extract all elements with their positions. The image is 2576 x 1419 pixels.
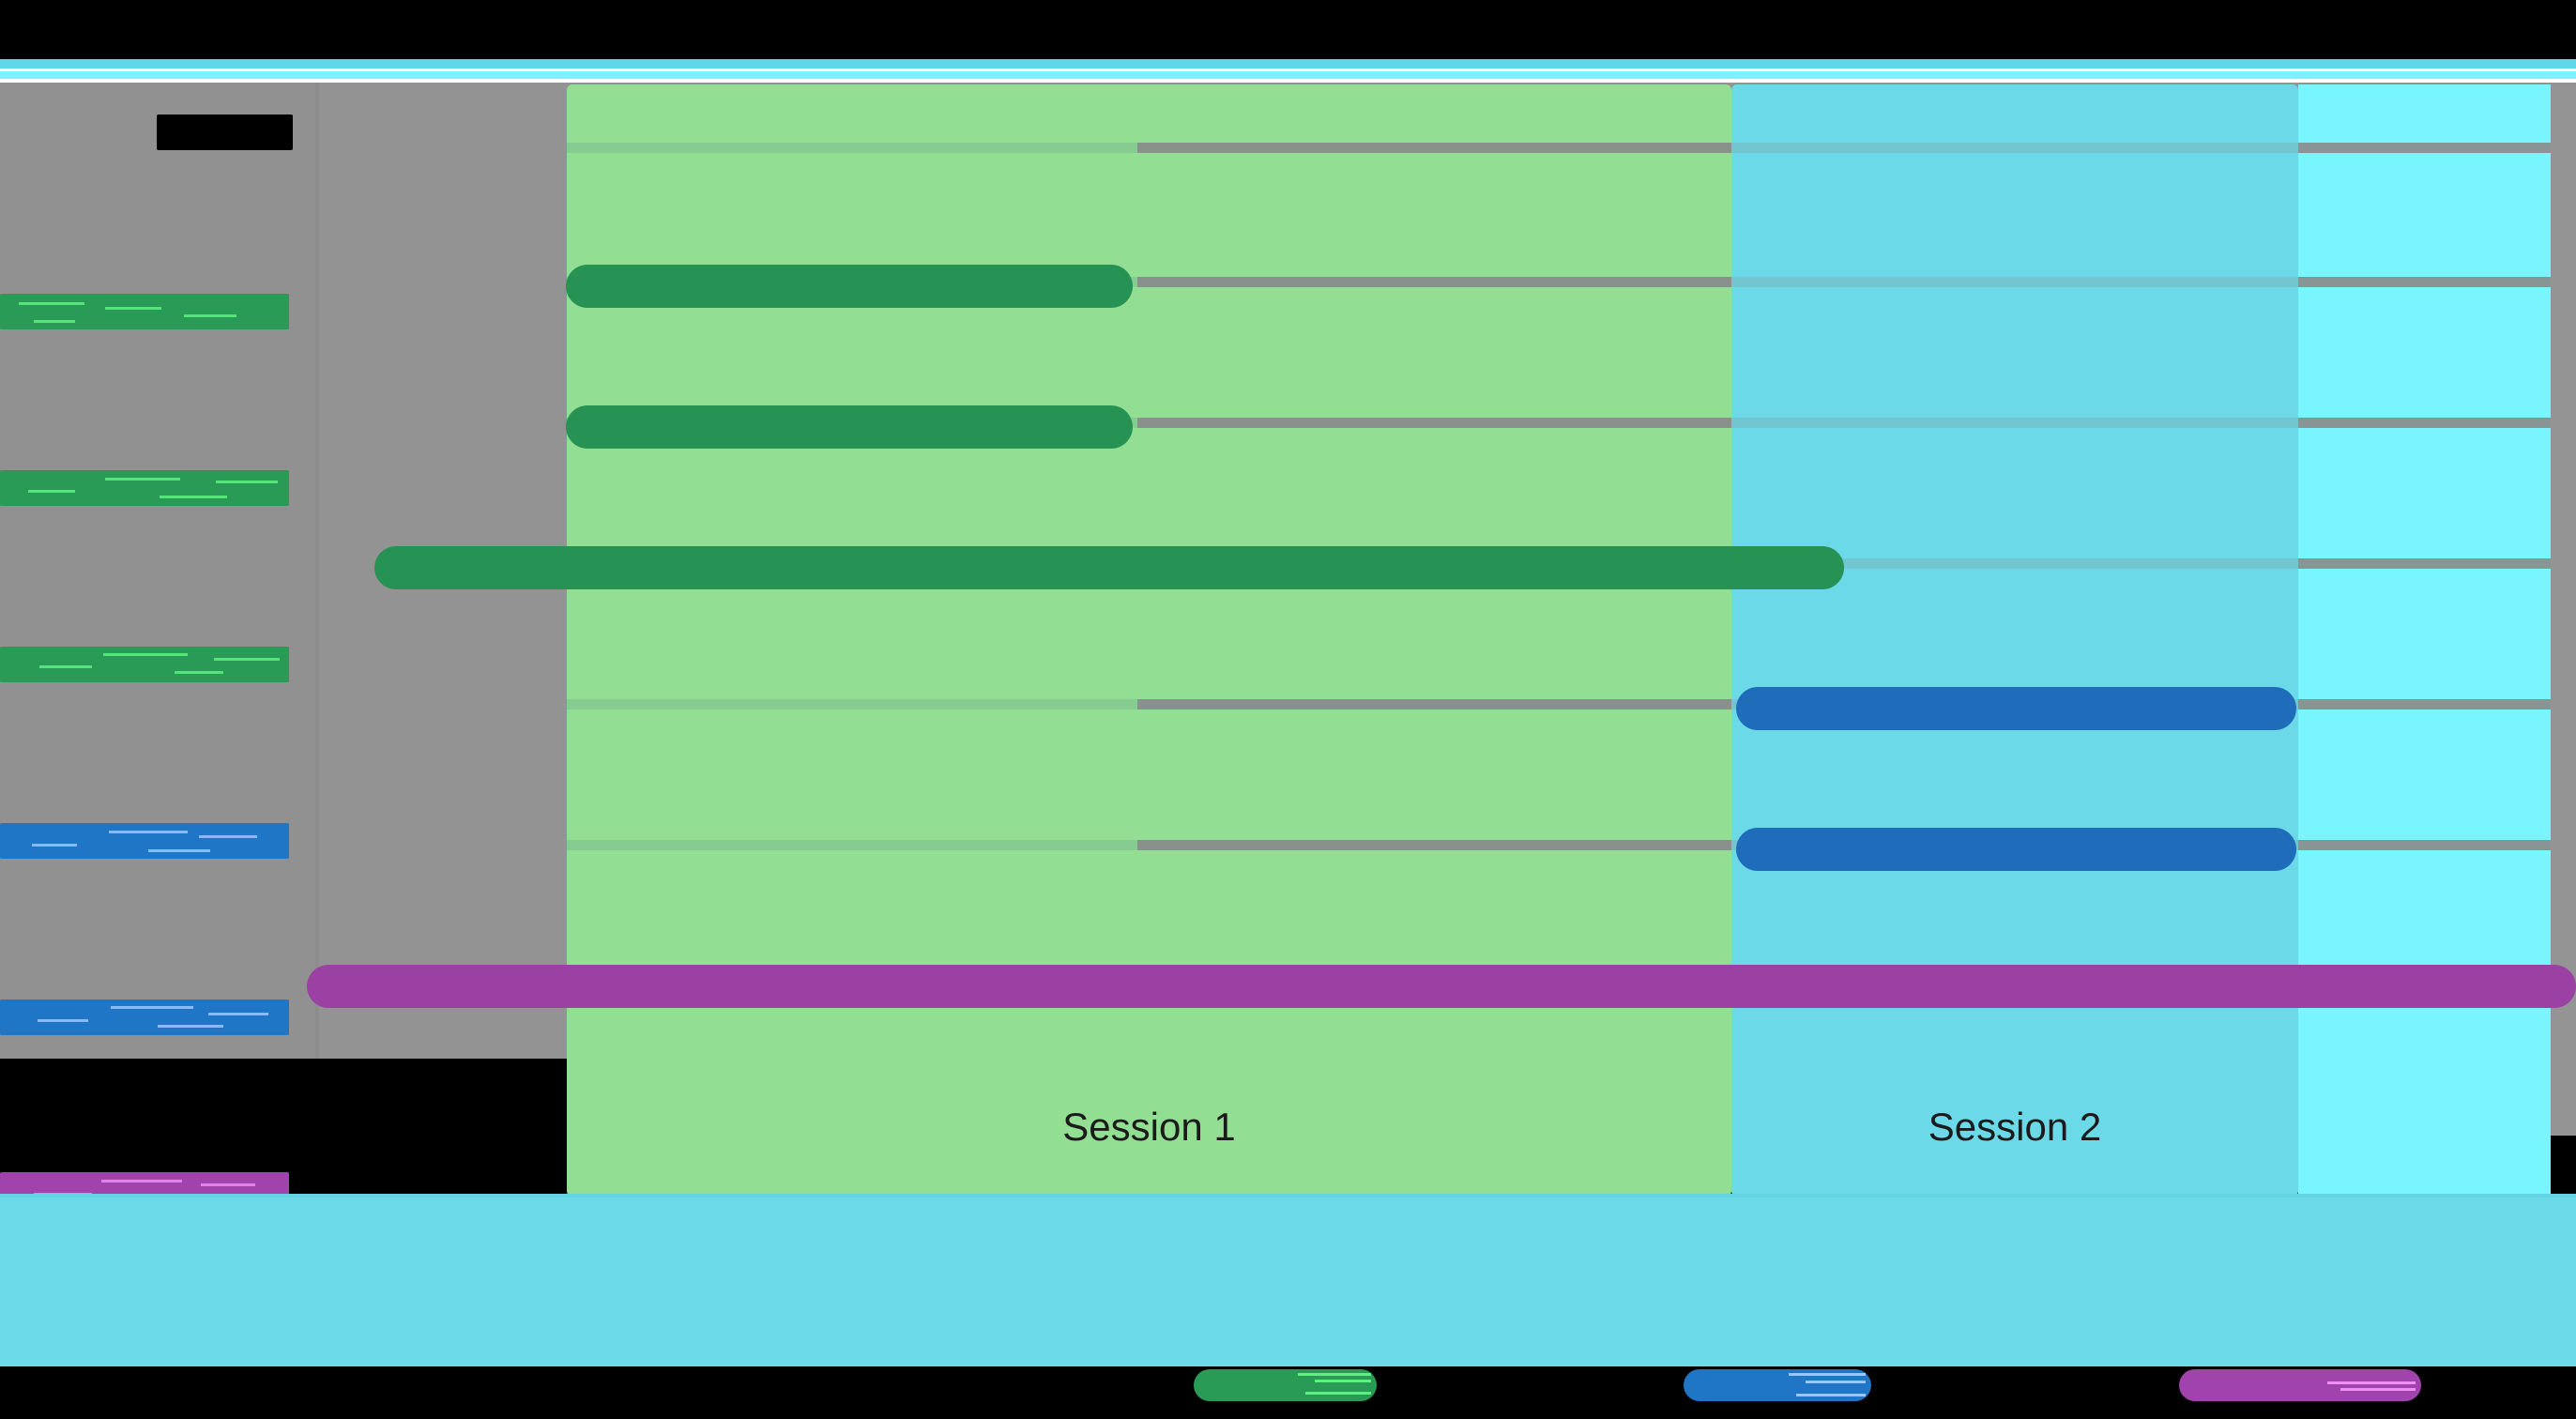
- gridline-row-5-d: [2298, 840, 2551, 850]
- session-2-panel: [1731, 84, 2298, 1197]
- bar-row-1-green[interactable]: [566, 405, 1133, 449]
- legend-item-1[interactable]: [1684, 1369, 1871, 1401]
- bar-row-0-green[interactable]: [566, 265, 1133, 308]
- gridline-row-1-c: [1731, 277, 2298, 287]
- chart-title: [157, 114, 293, 150]
- plot-right-margin: [2551, 84, 2576, 1136]
- bar-row-2-green[interactable]: [374, 546, 1844, 589]
- gridline-row-2-d: [2298, 418, 2551, 428]
- y-axis-label-2[interactable]: [0, 647, 289, 682]
- gridline-row-3-d: [2298, 558, 2551, 569]
- gridline-row-0-c: [1731, 143, 2298, 153]
- header-divider-lower: [0, 79, 2576, 83]
- y-axis-label-1[interactable]: [0, 470, 289, 506]
- gridline-row-4-b: [1137, 699, 1731, 710]
- bottom-band: [0, 1198, 2576, 1366]
- legend-item-0[interactable]: [1194, 1369, 1377, 1401]
- legend-item-2[interactable]: [2179, 1369, 2421, 1401]
- header-accent-strip: [0, 59, 2576, 69]
- gridline-row-5-b: [1137, 840, 1731, 850]
- gridline-row-2-c: [1731, 418, 2298, 428]
- gridline-row-2-b: [1137, 418, 1731, 428]
- gridline-row-1-d: [2298, 277, 2551, 287]
- gridline-row-4-d: [2298, 699, 2551, 710]
- session-1-panel: [567, 84, 1731, 1197]
- header-divider-upper: [0, 69, 2576, 71]
- y-axis-label-0[interactable]: [0, 294, 289, 329]
- gridline-row-1-b: [1137, 277, 1731, 287]
- window-top-bar: [0, 0, 2576, 59]
- y-axis-label-3[interactable]: [0, 823, 289, 859]
- gridline-row-3-c: [1731, 558, 2298, 569]
- session-1-caption: Session 1: [1062, 1105, 1236, 1149]
- session-2-caption: Session 2: [1928, 1105, 2102, 1149]
- y-axis-label-4[interactable]: [0, 999, 289, 1035]
- bar-row-4-blue[interactable]: [1736, 828, 2296, 871]
- bar-row-5-magenta[interactable]: [307, 965, 2576, 1008]
- trailing-panel: [2298, 84, 2551, 1197]
- bottom-band-highlight: [0, 1194, 2576, 1199]
- gridline-row-0-d: [2298, 143, 2551, 153]
- header-accent-strip-2: [0, 71, 2576, 79]
- axis-label-divider: [315, 83, 319, 1059]
- gridline-row-0-b: [1137, 143, 1731, 153]
- bar-row-3-blue[interactable]: [1736, 687, 2296, 730]
